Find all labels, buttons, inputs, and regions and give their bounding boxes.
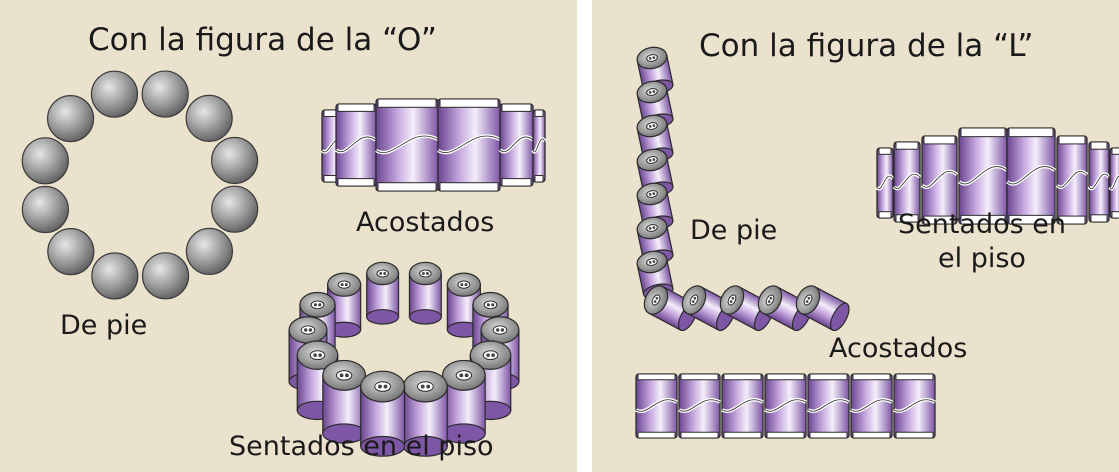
ring-of-balls (21, 70, 259, 300)
can-sitting (469, 340, 512, 421)
panel-l-shape: Con la figura de la “L” De pie Sentados … (592, 0, 1119, 472)
sitting-label-line2: el piso (938, 243, 1026, 274)
ball-standing-person (46, 94, 95, 143)
ball-standing-person (141, 70, 189, 118)
sitting-cans-stack (875, 127, 1119, 225)
can-sitting (1087, 141, 1111, 223)
can-lying (375, 98, 439, 192)
sitting-stack-diagram (875, 127, 1119, 225)
can-lying (850, 373, 893, 439)
panel-title: Con la figura de la “O” (88, 22, 437, 58)
can-sitting (1055, 135, 1089, 225)
standing-label: De pie (690, 215, 778, 246)
sitting-cans-ring (288, 261, 520, 457)
standing-cans-l (636, 46, 850, 332)
ball-standing-person (141, 252, 190, 300)
can-sitting (1108, 147, 1119, 219)
can-standing (795, 285, 850, 332)
panel-o-shape: Con la figura de la “O” De pie Acostados… (0, 0, 577, 472)
can-lying (635, 373, 678, 439)
panel-title: Con la figura de la “L” (699, 28, 1034, 64)
can-sitting (402, 370, 448, 457)
ball-standing-person (211, 136, 259, 185)
lying-label: Acostados (356, 207, 495, 238)
can-sitting (957, 127, 1009, 225)
can-sitting (892, 141, 922, 223)
can-sitting (441, 359, 486, 444)
ball-standing-person (21, 185, 69, 234)
can-lying (721, 373, 764, 439)
can-lying (531, 109, 547, 183)
ball-standing-person (185, 94, 233, 142)
panel-divider (577, 0, 592, 472)
can-sitting (408, 261, 442, 325)
can-sitting (360, 370, 406, 457)
can-sitting (1005, 127, 1057, 225)
standing-ring-diagram (21, 70, 259, 300)
ball-standing-person (90, 70, 139, 118)
lying-cans-row (320, 98, 547, 192)
can-lying (764, 373, 807, 439)
can-lying (334, 103, 378, 187)
sitting-label: Sentados en el piso (229, 431, 494, 462)
can-sitting (322, 359, 367, 444)
can-lying (893, 373, 936, 439)
lying-cans-row (635, 373, 936, 439)
can-lying (807, 373, 850, 439)
standing-label: De pie (60, 310, 148, 341)
ball-standing-person (47, 228, 95, 276)
can-lying (678, 373, 721, 439)
lying-label: Acostados (829, 333, 968, 364)
ball-standing-person (211, 185, 259, 233)
ball-standing-person (91, 252, 139, 300)
can-sitting (875, 147, 895, 219)
can-sitting (920, 135, 959, 225)
sitting-label-line1: Sentados en (897, 209, 1067, 240)
can-lying (437, 98, 501, 192)
can-lying (498, 103, 535, 187)
ball-standing-person (21, 137, 69, 185)
can-sitting (366, 261, 400, 325)
lying-row-diagram (635, 373, 936, 439)
ball-standing-person (185, 227, 234, 276)
standing-l-diagram (636, 46, 850, 332)
sitting-label: Sentados en el piso (882, 208, 1082, 276)
lying-row-diagram (320, 98, 547, 192)
sitting-ring-diagram (288, 261, 520, 457)
